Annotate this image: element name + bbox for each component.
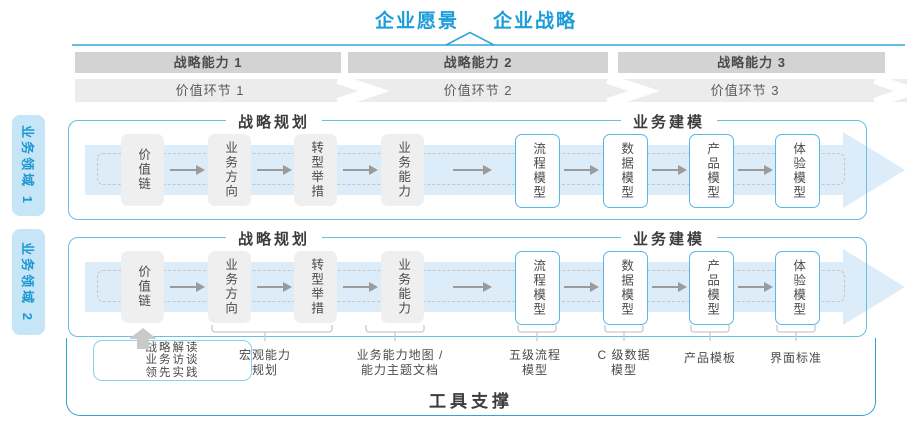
flow-arrow (453, 165, 492, 175)
domain-row-1-frame: 战略规划 业务建模 (68, 111, 867, 220)
flow-arrow (738, 282, 773, 292)
process-box-experience-model: 体验模型 (775, 251, 820, 325)
process-box-business-capability: 业务能力 (381, 251, 424, 323)
domain-label-2: 业务领域 2 (12, 229, 45, 335)
flow-arrow (343, 282, 378, 292)
flow-arrow (738, 165, 773, 175)
process-box-process-model: 流程模型 (515, 251, 560, 325)
flow-arrow (652, 282, 687, 292)
value-band-2: 价值环节 2 (443, 83, 513, 98)
capability-band-2: 战略能力 2 (348, 52, 608, 73)
strategy-input-box: 战略解读 业务访谈 领先实践 (93, 340, 252, 381)
process-box-product-model: 产品模型 (689, 251, 734, 325)
capability-band-1: 战略能力 1 (75, 52, 341, 73)
process-box-process-model: 流程模型 (515, 134, 560, 208)
value-band-3: 价值环节 3 (710, 83, 780, 98)
flow-arrow (564, 165, 599, 175)
process-box-data-model: 数据模型 (603, 251, 648, 325)
diagram-title: 企业愿景 企业战略 (375, 6, 577, 33)
process-box-business-direction: 业务方向 (208, 251, 251, 323)
process-box-value-chain: 价值链 (121, 251, 164, 323)
planning-section-title: 战略规划 (225, 111, 323, 132)
process-box-transformation: 转型举措 (294, 251, 337, 323)
dashed-flow-band-row2 (97, 270, 845, 302)
flow-arrow (453, 282, 492, 292)
process-box-value-chain: 价值链 (121, 134, 164, 206)
process-box-product-model: 产品模型 (689, 134, 734, 208)
flow-arrow (564, 282, 599, 292)
annotation-process-model: 五级流程 模型 (508, 348, 562, 377)
domain-label-1: 业务领域 1 (12, 115, 45, 216)
flow-arrow (257, 282, 292, 292)
capability-band-label: 战略能力 2 (443, 55, 513, 70)
value-band-1: 价值环节 1 (175, 83, 245, 98)
tool-support-label: 工具支撑 (429, 392, 513, 411)
modeling-section-title: 业务建模 (620, 228, 718, 249)
process-box-business-capability: 业务能力 (381, 134, 424, 206)
vision-title: 企业愿景 (375, 11, 460, 32)
domain-row-2-frame: 战略规划 业务建模 (68, 228, 867, 337)
vision-caret-icon (445, 31, 495, 46)
modeling-section-title: 业务建模 (620, 111, 718, 132)
capability-band-3: 战略能力 3 (618, 52, 885, 73)
annotation-data-model: C 级数据 模型 (597, 348, 651, 377)
flow-arrow (652, 165, 687, 175)
process-box-business-direction: 业务方向 (208, 134, 251, 206)
value-chain-strip (75, 79, 907, 102)
flow-arrow (257, 165, 292, 175)
capability-band-label: 战略能力 3 (717, 55, 786, 70)
process-box-data-model: 数据模型 (603, 134, 648, 208)
dashed-flow-band-row1 (97, 153, 845, 185)
planning-section-title: 战略规划 (225, 228, 323, 249)
annotation-product-template: 产品模板 (683, 351, 737, 365)
tool-support-frame: 工具支撑 (66, 338, 876, 416)
flow-arrow (343, 165, 378, 175)
flow-arrow (170, 165, 205, 175)
annotation-macro-capability: 宏观能力 规划 (238, 348, 292, 377)
strategy-title: 企业战略 (493, 11, 578, 32)
flow-arrow (170, 282, 205, 292)
process-box-transformation: 转型举措 (294, 134, 337, 206)
capability-band-label: 战略能力 1 (173, 55, 243, 70)
process-box-experience-model: 体验模型 (775, 134, 820, 208)
annotation-ui-standard: 界面标准 (769, 351, 823, 365)
annotation-capability-map: 业务能力地图 / 能力主题文档 (356, 348, 444, 377)
